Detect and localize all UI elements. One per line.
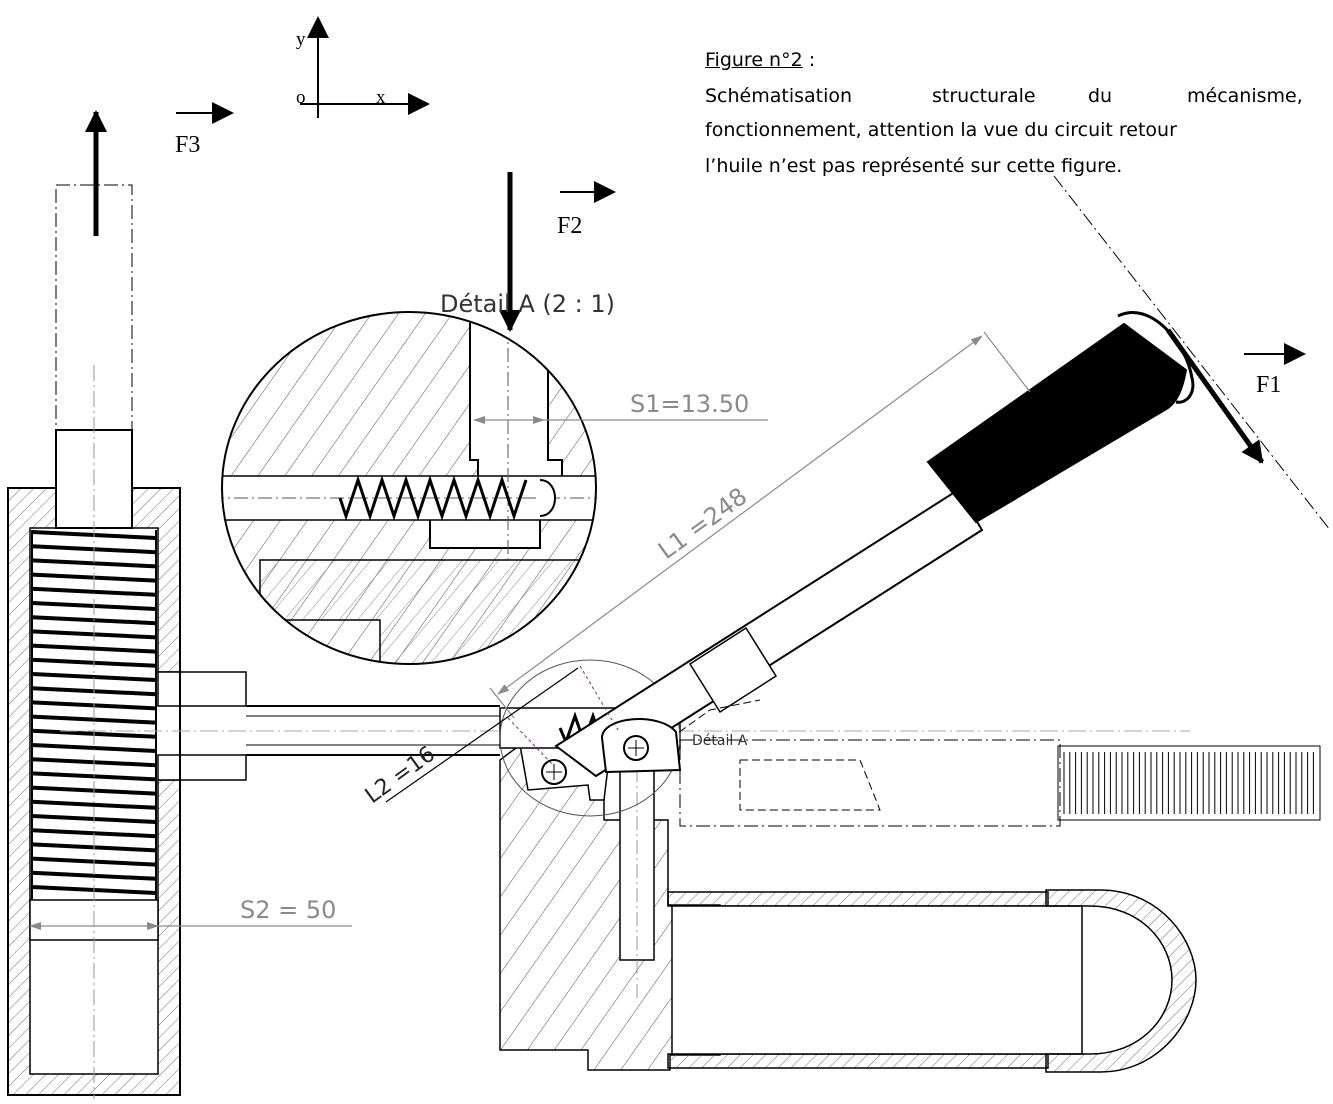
f1-label: F1 — [1256, 372, 1281, 398]
force-f2: F2 — [499, 172, 616, 332]
force-f3: F3 — [85, 102, 234, 236]
figure-number: Figure n°2 — [705, 49, 803, 71]
figure-caption-line-1: Schématisation structurale du mécanisme, — [705, 80, 1333, 112]
caption-word: Schématisation — [705, 85, 853, 107]
ram-cylinder — [7, 184, 247, 1099]
f3-label: F3 — [175, 132, 200, 158]
reservoir-end-cap — [1045, 889, 1197, 1073]
phantom-grip-ribs — [1057, 745, 1321, 821]
cylinder-inlet-boss — [157, 671, 247, 707]
caption-word: du — [1088, 85, 1113, 107]
caption-word: mécanisme, — [1187, 85, 1303, 107]
f1-line-of-action — [1053, 175, 1331, 531]
cylinder-inlet-boss-lower — [157, 754, 247, 781]
figure-title-suffix: : — [802, 49, 816, 71]
dimension-l2-label: L2 =16 — [361, 742, 440, 809]
axis-y-label: y — [296, 29, 306, 50]
f2-label: F2 — [557, 213, 582, 239]
axis-origin-label: o — [296, 87, 306, 108]
pump-lever — [554, 311, 1195, 778]
reservoir-top-wall — [667, 891, 1049, 907]
dimension-s2: S2 = 50 — [29, 896, 352, 930]
reservoir-tube — [671, 905, 1083, 1055]
dimension-s2-label: S2 = 50 — [240, 896, 336, 924]
lever-grip — [926, 322, 1188, 524]
lever-rest-position-phantom — [679, 739, 1321, 827]
detail-a-title: Détail A (2 : 1) — [440, 290, 615, 318]
figure-caption-title: Figure n°2 : — [705, 44, 815, 76]
figure-caption-line-3: l’huile n’est pas représenté sur cette f… — [705, 155, 1123, 177]
dimension-l1-label: L1 =248 — [653, 482, 752, 565]
figure-caption-line-2: fonctionnement, attention la vue du circ… — [705, 119, 1177, 141]
dimension-s1-label: S1=13.50 — [630, 390, 749, 418]
oil-reservoir — [667, 889, 1197, 1073]
detail-a-view: Détail A (2 : 1) — [221, 290, 615, 665]
caption-word: structurale — [932, 85, 1036, 107]
detail-a-callout-label: Détail A — [692, 733, 748, 749]
axis-x-label: x — [376, 87, 386, 108]
axis-system: y x o — [296, 16, 430, 118]
ram-rod-extended-phantom — [55, 184, 133, 431]
grip-end-cap — [1117, 311, 1195, 404]
reservoir-bottom-wall — [667, 1053, 1049, 1069]
